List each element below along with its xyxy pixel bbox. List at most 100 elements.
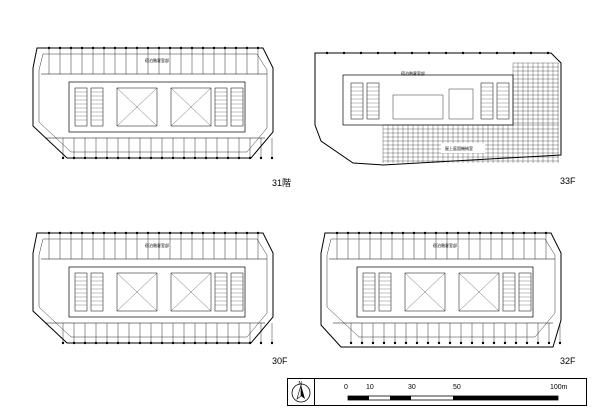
column-dot	[404, 341, 408, 345]
column-dot	[127, 341, 131, 345]
column-dot	[390, 231, 394, 235]
column-dot	[512, 51, 516, 55]
stair-core	[214, 87, 228, 127]
facade-line	[38, 53, 268, 153]
column-dot	[135, 46, 139, 50]
stair-core	[230, 272, 244, 312]
column-dot	[105, 341, 109, 345]
floor-plan-30: 宿泊階客室部	[25, 225, 275, 355]
column-dot	[445, 231, 449, 235]
column-dot	[456, 231, 460, 235]
column-dot	[124, 46, 128, 50]
north-arrow-cell: N	[288, 379, 315, 405]
scale-bar	[347, 395, 559, 401]
column-dot	[116, 341, 120, 345]
column-dot	[193, 156, 197, 160]
column-dot	[47, 231, 51, 235]
column-dot	[410, 51, 414, 55]
column-dot	[102, 231, 106, 235]
room-block	[448, 88, 474, 120]
column-dot	[558, 341, 562, 345]
stair-core	[518, 272, 532, 312]
stair-core	[214, 272, 228, 312]
column-dot	[256, 231, 260, 235]
void-diagonal	[404, 272, 446, 312]
column-dot	[368, 231, 372, 235]
atrium-void	[170, 272, 212, 312]
column-dot	[448, 341, 452, 345]
column-dot	[83, 156, 87, 160]
column-dot	[102, 46, 106, 50]
column-dot	[105, 156, 109, 160]
column-dot	[223, 231, 227, 235]
column-dot	[80, 46, 84, 50]
core-outline	[68, 266, 246, 318]
column-dot	[171, 341, 175, 345]
column-dot	[325, 51, 329, 55]
void-diagonal	[116, 87, 158, 127]
column-dot	[146, 46, 150, 50]
floor-label-31: 31階	[272, 178, 292, 188]
facade-line	[38, 238, 268, 338]
void-diagonal	[170, 272, 212, 312]
column-dot	[415, 341, 419, 345]
column-dot	[434, 231, 438, 235]
column-dot	[91, 46, 95, 50]
column-dot	[533, 231, 537, 235]
label-backdrop	[441, 143, 485, 153]
column-dot	[492, 341, 496, 345]
column-dot	[72, 156, 76, 160]
column-dot	[61, 156, 65, 160]
column-dot	[168, 46, 172, 50]
column-dot	[259, 341, 263, 345]
stair-core	[74, 87, 88, 127]
column-dot	[382, 341, 386, 345]
room-label-2: 屋上庭園機械室	[445, 145, 473, 151]
column-dot	[467, 231, 471, 235]
column-dot	[69, 46, 73, 50]
column-dot	[335, 231, 339, 235]
column-dot	[525, 341, 529, 345]
column-dot	[212, 231, 216, 235]
column-dot	[376, 51, 380, 55]
column-dot	[138, 341, 142, 345]
floor-plan-30-drawing: 宿泊階客室部	[32, 231, 274, 345]
stair-core	[74, 272, 88, 312]
column-dot	[138, 156, 142, 160]
column-dot	[544, 231, 548, 235]
column-dot	[47, 46, 51, 50]
column-dot	[149, 341, 153, 345]
column-dot	[357, 231, 361, 235]
void-diagonal	[116, 272, 158, 312]
building-outline	[314, 52, 562, 166]
column-dot	[190, 231, 194, 235]
room-block	[392, 94, 444, 120]
column-dot	[379, 231, 383, 235]
column-dot	[349, 341, 353, 345]
column-dot	[478, 51, 482, 55]
stair-core	[502, 272, 516, 312]
column-dot	[237, 341, 241, 345]
scale-tick-0: 0	[344, 384, 348, 391]
column-dot	[149, 156, 153, 160]
column-dot	[201, 231, 205, 235]
column-dot	[234, 46, 238, 50]
core-outline	[342, 74, 514, 126]
column-dot	[157, 46, 161, 50]
column-dot	[58, 46, 62, 50]
stair-core	[362, 272, 376, 312]
floor-label-30: 30F	[272, 356, 288, 366]
column-dot	[401, 231, 405, 235]
column-dot	[437, 341, 441, 345]
void-diagonal	[170, 87, 212, 127]
column-dot	[256, 46, 260, 50]
north-letter: N	[299, 381, 303, 387]
column-dot	[179, 231, 183, 235]
column-dot	[511, 231, 515, 235]
column-dot	[423, 231, 427, 235]
atrium-void	[404, 272, 446, 312]
void-diagonal	[458, 272, 500, 312]
column-dot	[444, 51, 448, 55]
column-dot	[237, 156, 241, 160]
